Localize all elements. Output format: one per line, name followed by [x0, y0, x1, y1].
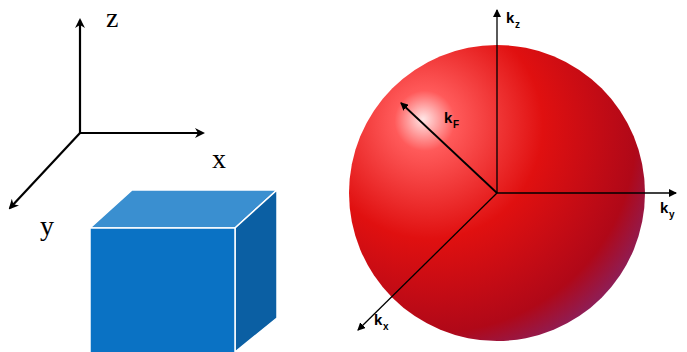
radius-label: k [444, 110, 452, 125]
axis-subscript: x [383, 322, 389, 332]
axis-label: x [212, 145, 226, 173]
axis-label: k [374, 312, 382, 327]
axis-label: z [106, 4, 118, 32]
axis-subscript: z [515, 20, 520, 30]
axis-subscript: y [669, 210, 675, 220]
cube [90, 190, 277, 352]
axes [10, 20, 203, 208]
axis-label: k [660, 200, 668, 215]
radius-subscript: F [453, 120, 459, 130]
axis-label: k [506, 10, 514, 25]
k-axes [358, 10, 676, 330]
axis-label: y [40, 212, 54, 240]
